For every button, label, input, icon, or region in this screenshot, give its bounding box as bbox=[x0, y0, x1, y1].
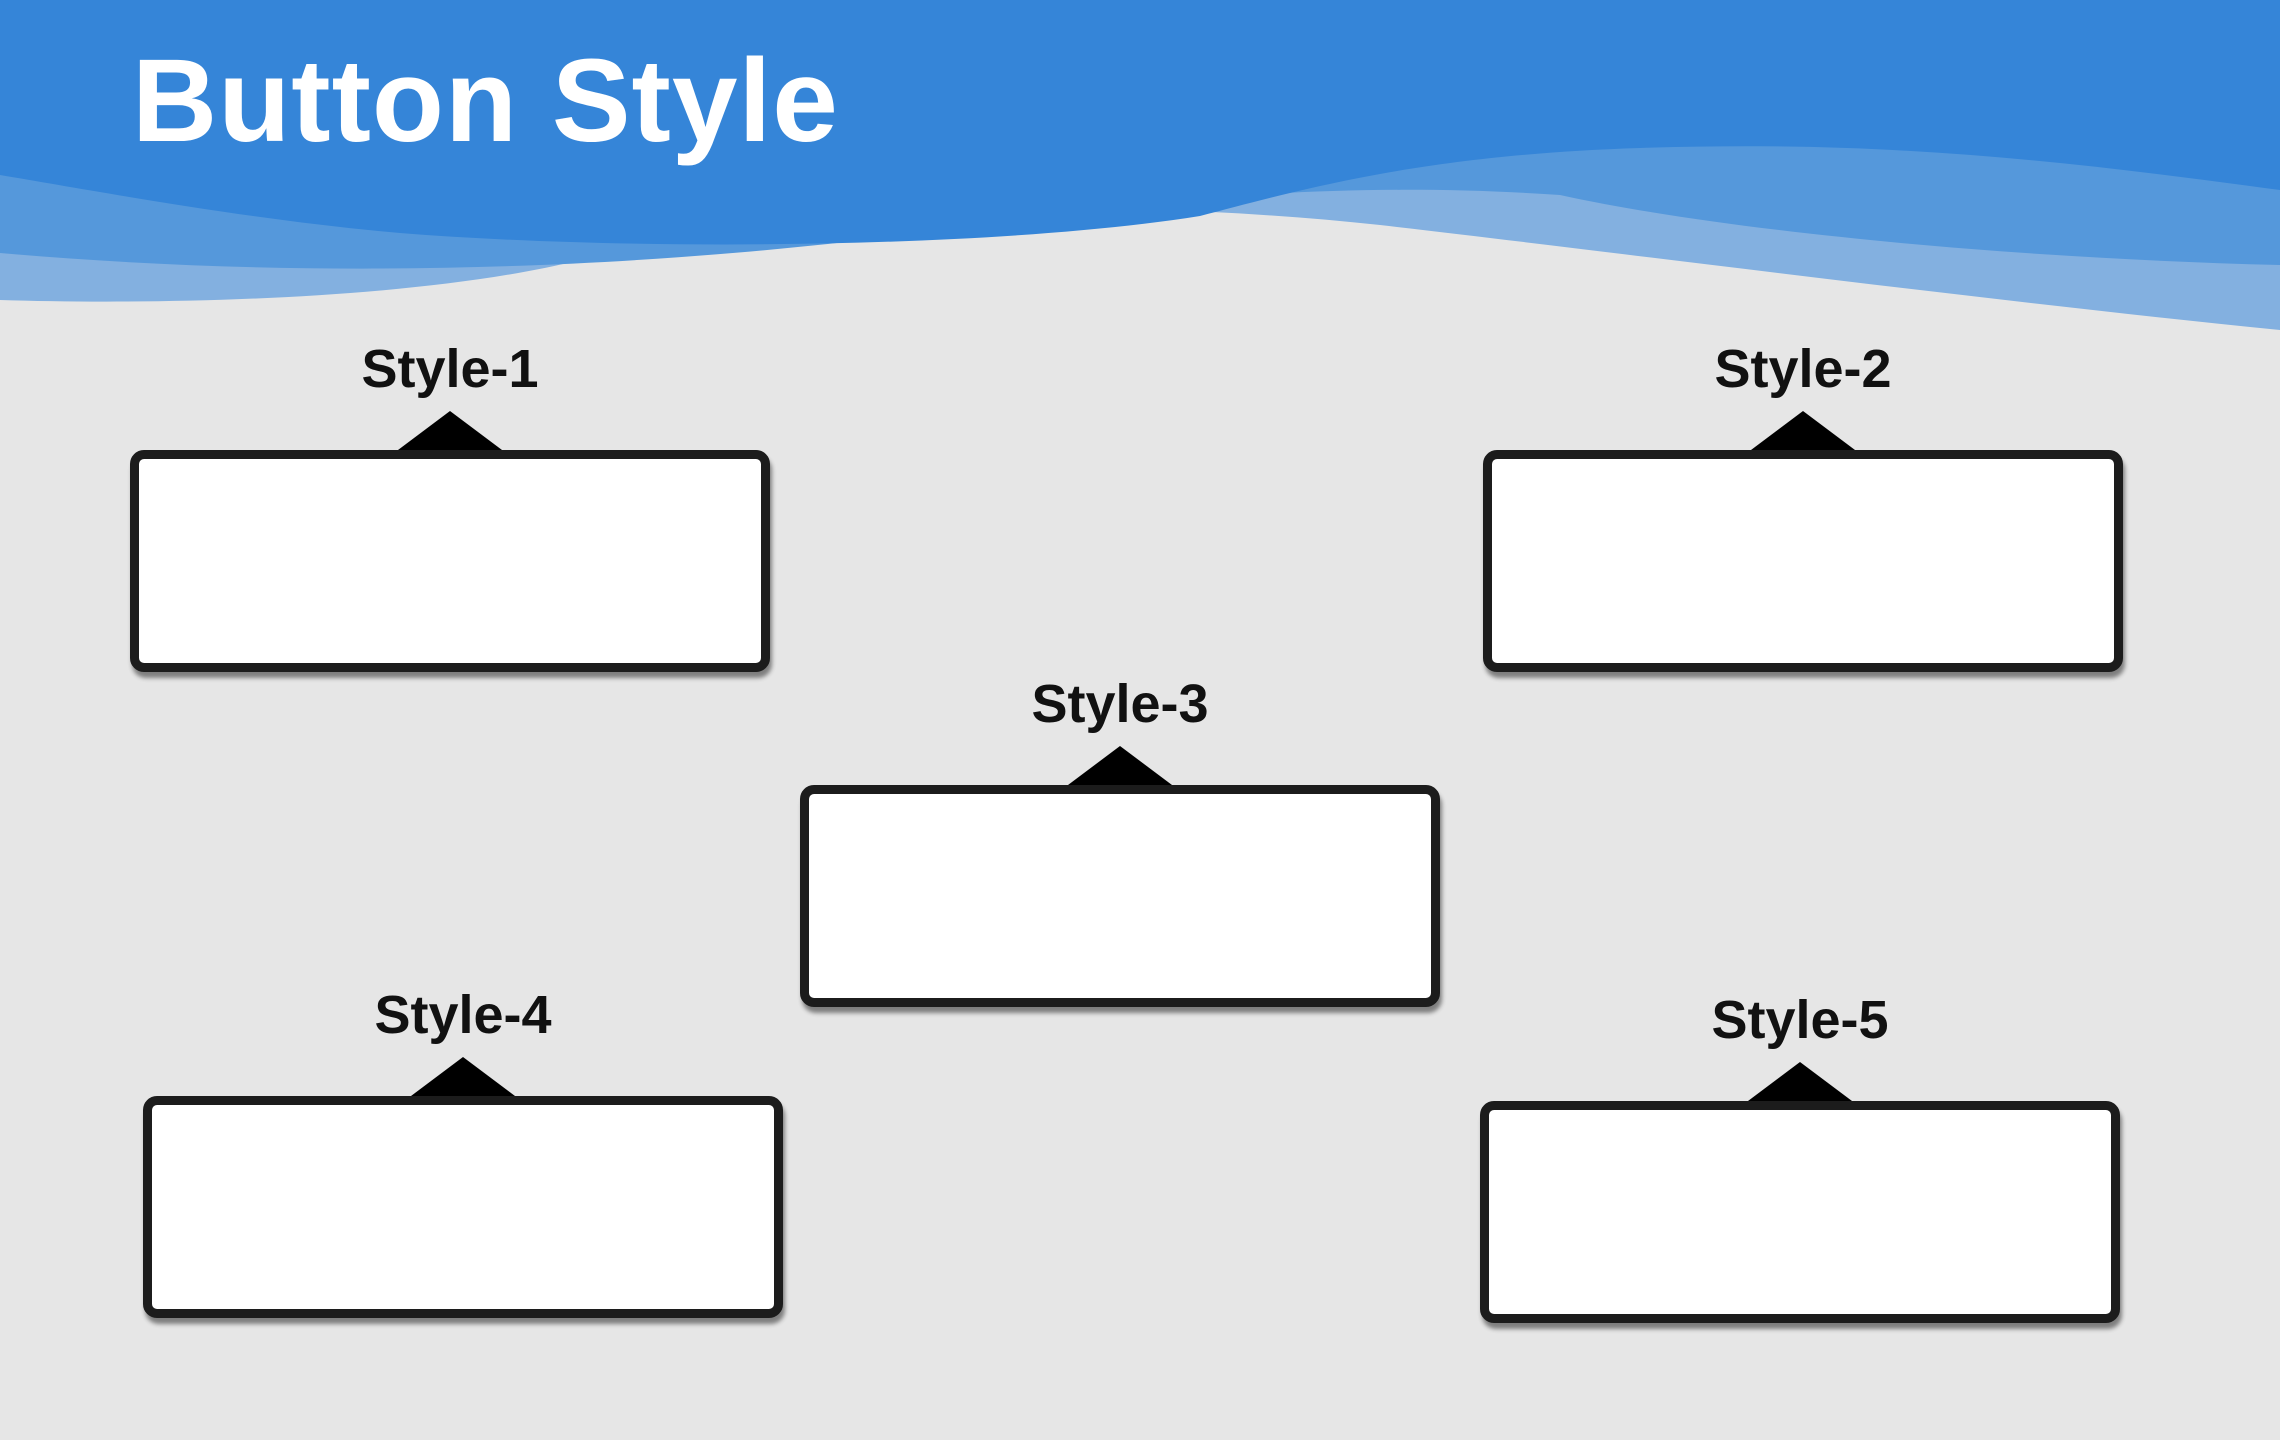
style-5-button[interactable] bbox=[1480, 1101, 2120, 1323]
wave-main-band bbox=[0, 0, 2280, 245]
style-2-button[interactable] bbox=[1483, 450, 2123, 672]
style-card-2: Style-2 bbox=[1483, 332, 2123, 672]
style-label: Style-5 bbox=[1711, 990, 1889, 1050]
page-title: Button Style bbox=[132, 35, 839, 167]
style-card-1: Style-1 bbox=[130, 332, 770, 672]
style-label: Style-3 bbox=[1031, 674, 1209, 734]
button-caption bbox=[1489, 1110, 2111, 1314]
pointer-triangle-icon bbox=[1744, 1062, 1856, 1104]
style-3-button[interactable] bbox=[800, 785, 1440, 1007]
button-caption bbox=[1492, 459, 2114, 663]
style-1-button[interactable] bbox=[130, 450, 770, 672]
pointer-triangle-icon bbox=[1747, 411, 1859, 453]
style-4-button[interactable] bbox=[143, 1096, 783, 1318]
button-caption bbox=[809, 794, 1431, 998]
pointer-triangle-icon bbox=[407, 1057, 519, 1099]
style-card-4: Style-4 bbox=[143, 978, 783, 1318]
style-card-3: Style-3 bbox=[800, 667, 1440, 1007]
pointer-triangle-icon bbox=[1064, 746, 1176, 788]
button-caption bbox=[152, 1105, 774, 1309]
header-wave-banner bbox=[0, 0, 2280, 330]
style-label: Style-2 bbox=[1714, 339, 1892, 399]
style-label: Style-4 bbox=[374, 985, 552, 1045]
style-card-5: Style-5 bbox=[1480, 983, 2120, 1323]
style-label: Style-1 bbox=[361, 339, 539, 399]
pointer-triangle-icon bbox=[394, 411, 506, 453]
button-caption bbox=[139, 459, 761, 663]
